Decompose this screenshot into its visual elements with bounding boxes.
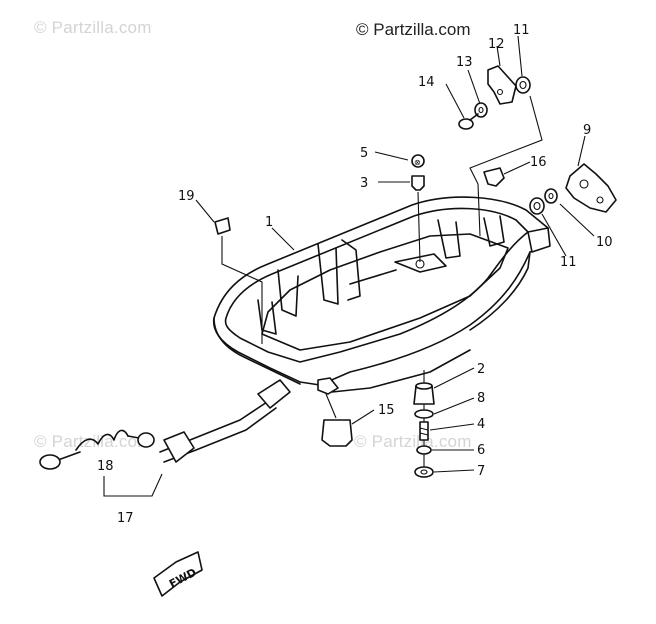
leader-bracket [469,95,543,185]
watermark-mid-right: © Partzilla.com [354,432,472,451]
part-9-lever [565,163,617,213]
callout-5: 5 [360,146,368,161]
callout-18: 18 [97,459,114,474]
leader-lines [195,35,595,473]
callout-11-right: 11 [560,255,577,270]
callout-10: 10 [596,235,613,250]
bracket-17 [103,473,163,497]
leader-19 [221,236,263,344]
part-15-cap [321,419,353,447]
callout-3: 3 [360,176,368,191]
callout-11-top: 11 [513,23,530,38]
part-4-bolt [419,421,429,441]
callout-8: 8 [477,391,485,406]
callout-14: 14 [418,75,435,90]
part-12-bracket [487,65,517,105]
part-2-mount-rubber [413,382,435,405]
callout-9: 9 [583,123,591,138]
part-6-washer [416,445,432,455]
watermark-main: © Partzilla.com [356,20,471,39]
part-11-nut-right [529,197,545,215]
callout-17: 17 [117,511,134,526]
part-14-screw [458,113,479,130]
leader-bracket-down [477,183,481,237]
part-11-nut-top [515,76,531,94]
callout-13: 13 [456,55,473,70]
callout-16: 16 [530,155,547,170]
part-19-grommet [214,217,231,235]
callout-12: 12 [488,37,505,52]
svg-text:⊗: ⊗ [414,158,421,167]
callout-1: 1 [265,215,273,230]
part-5-nut: ⊗ [411,154,425,168]
fwd-arrow-icon: FWD [153,551,203,597]
callout-19: 19 [178,189,195,204]
watermark-top-left: © Partzilla.com [34,18,152,37]
callout-15: 15 [378,403,395,418]
part-7-nut [414,466,434,478]
callout-6: 6 [477,443,485,458]
callout-4: 4 [477,417,485,432]
part-17-cable [159,379,291,463]
part-18-coil-cord [39,429,155,470]
bottom-cowling [212,196,551,395]
part-3-collar [411,175,425,191]
leader-15-up [325,393,337,419]
callout-2: 2 [477,362,485,377]
watermark-mid-left: © Partzilla.com [34,432,152,451]
part-10-washer [544,188,558,204]
part-8-collar [414,409,434,419]
leader-center-top [417,191,421,263]
callout-7: 7 [477,464,485,479]
part-16-clip [483,167,505,187]
